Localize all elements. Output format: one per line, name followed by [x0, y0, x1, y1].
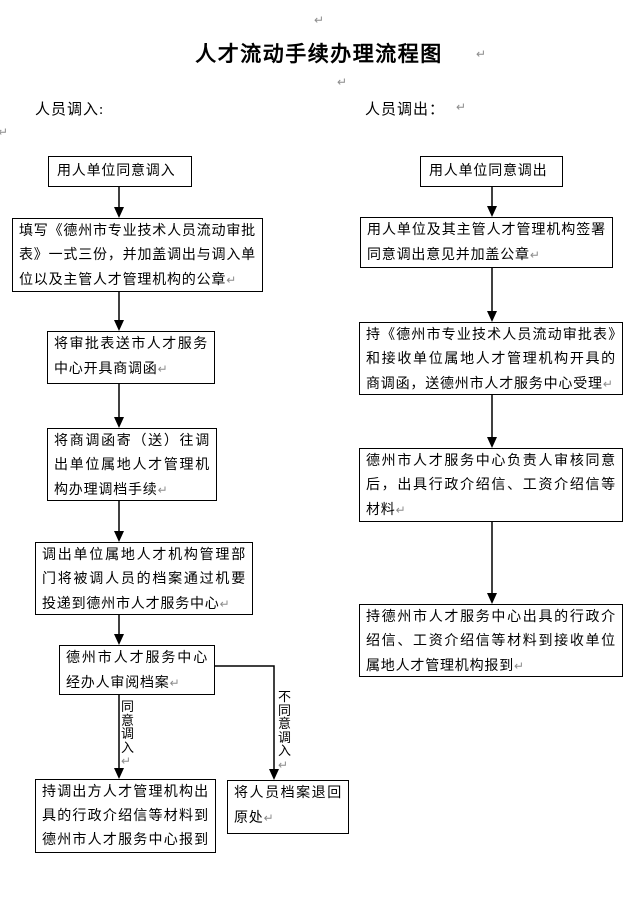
box-employer-agrees-transfer-out: 用人单位同意调出↵: [420, 156, 563, 187]
paragraph-mark: ↵: [456, 100, 467, 114]
paragraph-mark: ↵: [314, 13, 325, 27]
paragraph-mark: ↵: [226, 273, 237, 287]
box-employer-agrees-transfer-in: 用人单位同意调入↵: [48, 156, 192, 187]
paragraph-mark: ↵: [514, 659, 525, 673]
box-mail-transfer-letter: 将商调函寄（送）往调出单位属地人才管理机构办理调档手续↵: [47, 428, 217, 501]
arrow-l6-l8-reject: [215, 665, 275, 773]
paragraph-mark: ↵: [121, 754, 132, 768]
box-report-with-admin-letter: 持调出方人才管理机构出具的行政介绍信等材料到德州市人才服务中心报到↵: [35, 779, 216, 853]
arrowhead-r1-r2: [487, 206, 497, 217]
arrowhead-l2-l3: [114, 320, 124, 331]
box-handler-reviews-archive: 德州市人才服务中心经办人审阅档案↵: [59, 645, 215, 695]
arrowhead-r2-r3: [487, 311, 497, 322]
arrowhead-l3-l4: [114, 417, 124, 428]
arrowhead-l6-l7: [114, 768, 124, 779]
paragraph-mark: ↵: [602, 377, 613, 391]
paragraph-mark: ↵: [529, 248, 540, 262]
paragraph-mark: ↵: [476, 47, 487, 61]
branch-label-reject-transfer-in: 不同意调入↵: [278, 689, 292, 772]
box-fill-approval-form: 填写《德州市专业技术人员流动审批表》一式三份，并加盖调出与调入单位以及主管人才管…: [12, 218, 263, 292]
arrowhead-l5-l6: [114, 634, 124, 645]
paragraph-mark: ↵: [263, 811, 274, 825]
box-send-form-to-service-center: 将审批表送市人才服务中心开具商调函↵: [47, 331, 215, 384]
box-sign-and-seal-transfer-out: 用人单位及其主管人才管理机构签署同意调出意见并加盖公章↵: [360, 217, 613, 268]
branch-label-approve-transfer-in: 同意调入↵: [121, 699, 135, 768]
paragraph-mark: ↵: [169, 676, 180, 690]
paragraph-mark: ↵: [157, 362, 168, 376]
right-section-label: 人员调出：: [365, 102, 446, 118]
box-center-issues-letters: 德州市人才服务中心负责人审核同意后，出具行政介绍信、工资介绍信等材料↵: [359, 448, 623, 522]
box-report-to-receiving-agency: 持德州市人才服务中心出具的行政介绍信、工资介绍信等材料到接收单位属地人才管理机构…: [359, 604, 623, 677]
paragraph-mark: ↵: [337, 75, 348, 89]
arrowhead-r4-r5: [487, 593, 497, 604]
box-submit-to-service-center: 持《德州市专业技术人员流动审批表》和接收单位属地人才管理机构开具的商调函，送德州…: [359, 322, 623, 395]
arrowhead-r3-r4: [487, 437, 497, 448]
paragraph-mark: ↵: [278, 757, 289, 772]
paragraph-mark: ↵: [0, 125, 9, 139]
paragraph-mark: ↵: [157, 483, 168, 497]
arrowhead-l4-l5: [114, 531, 124, 542]
paragraph-mark: ↵: [219, 597, 230, 611]
left-section-label: 人员调入:: [35, 102, 105, 118]
paragraph-mark: ↵: [395, 503, 406, 517]
page-title: 人才流动手续办理流程图: [195, 42, 443, 66]
box-return-archive: 将人员档案退回原处↵: [227, 780, 349, 834]
arrowhead-l1-l2: [114, 207, 124, 218]
box-archive-confidential-delivery: 调出单位属地人才机构管理部门将被调人员的档案通过机要投递到德州市人才服务中心↵: [35, 542, 253, 615]
